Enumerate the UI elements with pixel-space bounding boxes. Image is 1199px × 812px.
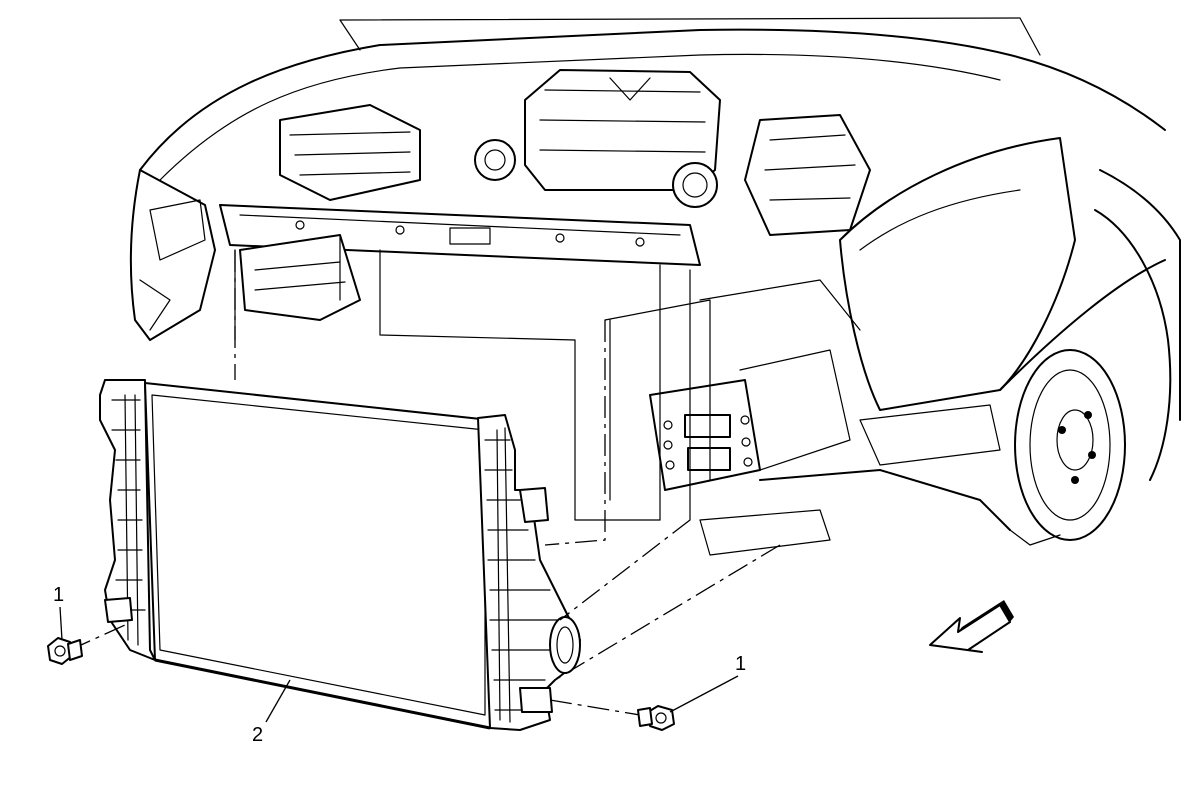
- callout-bolt-right: 1: [669, 653, 746, 713]
- callout-label-1-right: 1: [735, 653, 746, 675]
- bolt-left: [47, 637, 83, 665]
- charge-air-cooler: [99, 379, 581, 731]
- vehicle-front-end: [129, 17, 1181, 556]
- callout-charge-air-cooler: 2: [252, 679, 291, 746]
- callout-label-2: 2: [252, 724, 263, 746]
- bolt-right: [637, 705, 675, 731]
- callout-label-1-left: 1: [53, 584, 64, 606]
- callout-bolt-left: 1: [53, 584, 64, 641]
- front-direction-arrow-icon: [929, 600, 1014, 653]
